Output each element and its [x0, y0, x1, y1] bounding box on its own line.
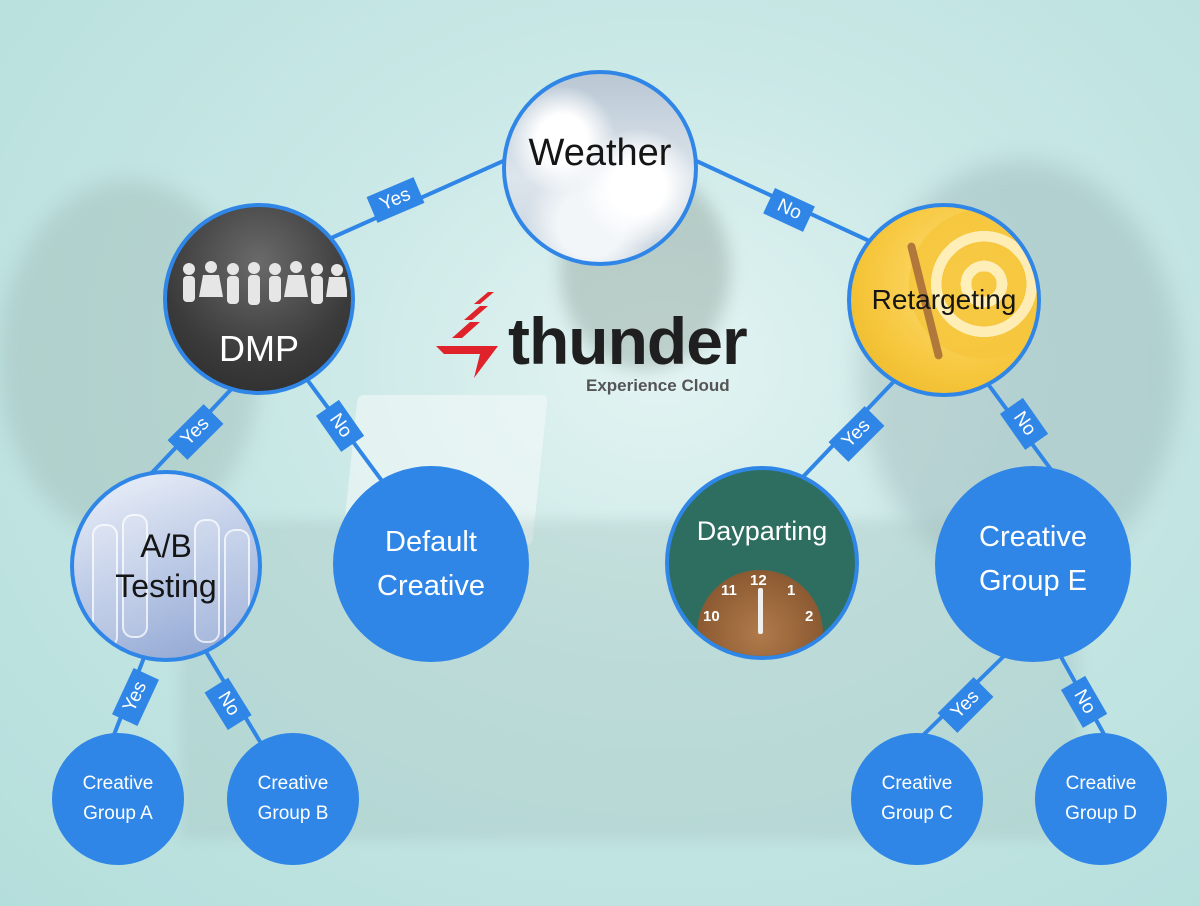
clock-numeral: 10	[703, 608, 720, 625]
logo-wordmark: thunder	[508, 304, 748, 378]
clock-numeral: 1	[787, 582, 796, 599]
lightning-bolt-icon	[436, 292, 498, 378]
node-creative-group-c-label: Creative Group C	[881, 769, 953, 829]
node-creative-group-b-label-line1: Creative	[257, 773, 329, 794]
test-tube-icon	[224, 529, 250, 653]
node-creative-group-c: Creative Group C	[851, 733, 983, 865]
clock-hand	[758, 588, 763, 634]
node-ab-testing-label-line1: A/B	[140, 528, 192, 564]
clock-numeral: 2	[805, 608, 814, 625]
thunder-logo: thunder Experience Cloud	[436, 290, 756, 400]
clock-numeral: 11	[721, 582, 737, 599]
node-ab-testing: A/B Testing	[70, 470, 262, 662]
node-creative-group-b: Creative Group B	[227, 733, 359, 865]
node-creative-group-b-label: Creative Group B	[258, 769, 329, 829]
node-dayparting-label: Dayparting	[696, 515, 828, 546]
node-default-creative-label-line2: Creative	[377, 570, 485, 602]
node-creative-group-b-label-line2: Group B	[257, 803, 329, 824]
node-creative-group-e-label: Creative Group E	[979, 515, 1087, 603]
test-tube-icon	[122, 514, 148, 638]
test-tube-icon	[92, 524, 118, 648]
node-dayparting: 12 11 1 10 2 Dayparting	[665, 466, 859, 660]
node-creative-group-e-label-line2: Group E	[979, 565, 1087, 597]
node-default-creative: Default Creative	[333, 466, 529, 662]
node-creative-group-d-label-line1: Creative	[1065, 773, 1137, 794]
node-dmp-label: DMP	[219, 328, 299, 369]
clock-numeral: 12	[750, 572, 767, 589]
node-creative-group-a: Creative Group A	[52, 733, 184, 865]
node-creative-group-a-label-line2: Group A	[83, 803, 153, 824]
node-retargeting: Retargeting	[847, 203, 1041, 397]
node-weather: Weather	[502, 70, 698, 266]
node-retargeting-label: Retargeting	[871, 284, 1017, 315]
clock-icon: 12 11 1 10 2	[697, 570, 823, 656]
node-ab-testing-label-line2: Testing	[115, 568, 217, 604]
node-creative-group-e-label-line1: Creative	[979, 521, 1087, 553]
node-creative-group-a-label-line1: Creative	[82, 773, 154, 794]
node-dmp: DMP	[163, 203, 355, 395]
node-creative-group-d-label: Creative Group D	[1065, 769, 1137, 829]
logo-tagline: Experience Cloud	[586, 376, 730, 395]
node-ab-testing-label: A/B Testing	[115, 526, 216, 606]
node-creative-group-d: Creative Group D	[1035, 733, 1167, 865]
node-creative-group-c-label-line1: Creative	[881, 773, 953, 794]
test-tube-icon	[194, 519, 220, 643]
node-creative-group-d-label-line2: Group D	[1065, 803, 1137, 824]
node-creative-group-a-label: Creative Group A	[83, 769, 154, 829]
node-creative-group-c-label-line2: Group C	[881, 803, 953, 824]
people-crowd-icon	[183, 261, 347, 305]
node-weather-label: Weather	[528, 131, 672, 174]
node-default-creative-label-line1: Default	[385, 526, 477, 558]
node-creative-group-e: Creative Group E	[935, 466, 1131, 662]
node-default-creative-label: Default Creative	[377, 520, 485, 608]
